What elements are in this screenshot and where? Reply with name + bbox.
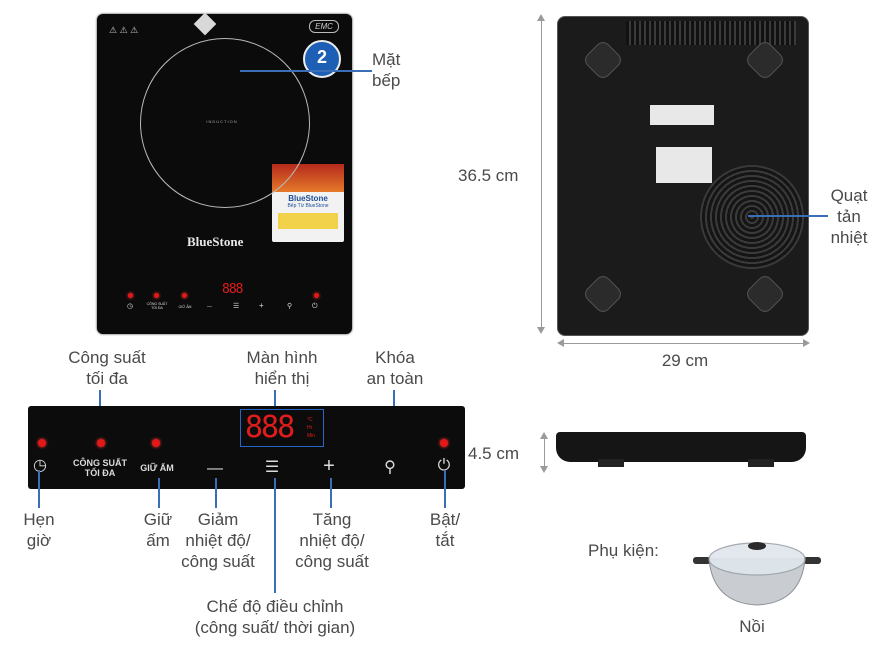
foot-top-left bbox=[581, 38, 625, 82]
brand-logo: BlueStone bbox=[187, 234, 244, 249]
depth-arrow-top bbox=[540, 432, 548, 439]
rating-label-top bbox=[650, 105, 714, 125]
leader-display bbox=[274, 390, 276, 410]
label-cooling-fan: Quạt tản nhiệt bbox=[830, 186, 868, 247]
leader-decrease bbox=[215, 478, 217, 508]
height-dim-line bbox=[541, 20, 542, 330]
pot-lid-knob bbox=[748, 542, 766, 550]
power-icon[interactable]: ⏻ bbox=[437, 457, 451, 474]
label-display: Màn hình hiển thị bbox=[246, 348, 318, 388]
vent-grille bbox=[626, 21, 796, 45]
warning-icons: ⚠ ⚠ ⚠ bbox=[109, 25, 139, 35]
max-power-mini-label: CÔNG SUẤT TỐI ĐA bbox=[146, 302, 168, 310]
power-led bbox=[314, 293, 319, 298]
cooktop-side-view bbox=[556, 432, 806, 467]
depth-dim-line bbox=[544, 438, 545, 468]
label-max-power: Công suất tối đa bbox=[68, 348, 146, 388]
width-arrow-left bbox=[557, 339, 564, 347]
minus-mini-icon: — bbox=[207, 304, 212, 310]
emc-mark: EMC bbox=[309, 20, 339, 33]
timer-led bbox=[128, 293, 133, 298]
label-accessory: Phụ kiện: bbox=[588, 541, 659, 560]
minus-icon[interactable]: — bbox=[207, 460, 223, 477]
label-power: Bật/ tắt bbox=[429, 510, 461, 550]
keep-warm-button-label[interactable]: GIỮ ẤM bbox=[140, 463, 174, 473]
label-increase: Tăng nhiệt độ/ công suất bbox=[295, 510, 369, 571]
label-safety-lock: Khóa an toàn bbox=[366, 348, 424, 388]
rating-label bbox=[656, 147, 712, 183]
height-arrow-bottom bbox=[537, 327, 545, 334]
clock-icon[interactable]: ◷ bbox=[33, 457, 47, 474]
keep-warm-led-large bbox=[152, 439, 160, 447]
timer-led-large bbox=[38, 439, 46, 447]
pot-image bbox=[693, 542, 821, 606]
height-arrow-top bbox=[537, 14, 545, 21]
label-timer: Hẹn giờ bbox=[23, 510, 55, 550]
leader-mode bbox=[274, 478, 276, 593]
warranty-badge: 2 bbox=[303, 40, 341, 78]
lock-mini-icon: ⚲ bbox=[287, 303, 293, 310]
foot-bottom-left bbox=[581, 272, 625, 316]
menu-icon[interactable]: ☰ bbox=[264, 459, 280, 476]
cooling-fan-grille bbox=[700, 165, 804, 269]
max-power-led-large bbox=[97, 439, 105, 447]
leader-fan bbox=[748, 215, 828, 217]
label-height: 36.5 cm bbox=[458, 166, 519, 185]
keep-warm-led bbox=[182, 293, 187, 298]
label-pot: Nồi bbox=[739, 617, 765, 636]
label-width: 29 cm bbox=[661, 351, 709, 370]
display-digits: 888 bbox=[245, 410, 295, 445]
menu-mini-icon: ☰ bbox=[233, 303, 240, 310]
leader-power bbox=[444, 470, 446, 508]
side-foot-right bbox=[748, 459, 774, 467]
control-panel: ◷ CÔNG SUẤT TỐI ĐA GIỮ ẤM — ☰ + ⚲ ⏻ 888 … bbox=[28, 406, 465, 489]
depth-arrow-bottom bbox=[540, 466, 548, 473]
leader-timer bbox=[38, 470, 40, 508]
plus-mini-icon: + bbox=[259, 301, 264, 310]
cooktop-bottom-view bbox=[557, 16, 809, 336]
timer-mini-icon: ◷ bbox=[127, 303, 134, 310]
leader-cooktop bbox=[240, 70, 372, 72]
leader-keep-warm bbox=[158, 478, 160, 508]
label-decrease: Giảm nhiệt độ/ công suất bbox=[181, 510, 255, 571]
power-mini-icon: ⏻ bbox=[312, 303, 318, 310]
pot-handle-left bbox=[693, 557, 711, 564]
label-cooktop: Mặt bếp bbox=[372, 50, 401, 90]
mini-display: 888 bbox=[222, 282, 244, 297]
foot-bottom-right bbox=[743, 272, 787, 316]
side-foot-left bbox=[598, 459, 624, 467]
label-depth: 4.5 cm bbox=[468, 444, 520, 463]
plus-icon[interactable]: + bbox=[323, 455, 335, 477]
width-dim-line bbox=[563, 343, 805, 344]
label-mode: Chế độ điều chỉnh (công suất/ thời gian) bbox=[194, 597, 356, 637]
certification-badge bbox=[193, 12, 217, 36]
width-arrow-right bbox=[803, 339, 810, 347]
lock-icon[interactable]: ⚲ bbox=[384, 459, 396, 476]
max-power-button-label[interactable]: CÔNG SUẤT TỐI ĐA bbox=[73, 458, 127, 478]
keep-warm-mini-label: GIỮ ẤM bbox=[178, 305, 192, 309]
power-led-large bbox=[440, 439, 448, 447]
pot-handle-right bbox=[803, 557, 821, 564]
label-keep-warm: Giữ ấm bbox=[143, 510, 173, 550]
cooking-zone bbox=[140, 38, 310, 208]
foot-top-right bbox=[743, 38, 787, 82]
max-power-led bbox=[154, 293, 159, 298]
leader-increase bbox=[330, 478, 332, 508]
